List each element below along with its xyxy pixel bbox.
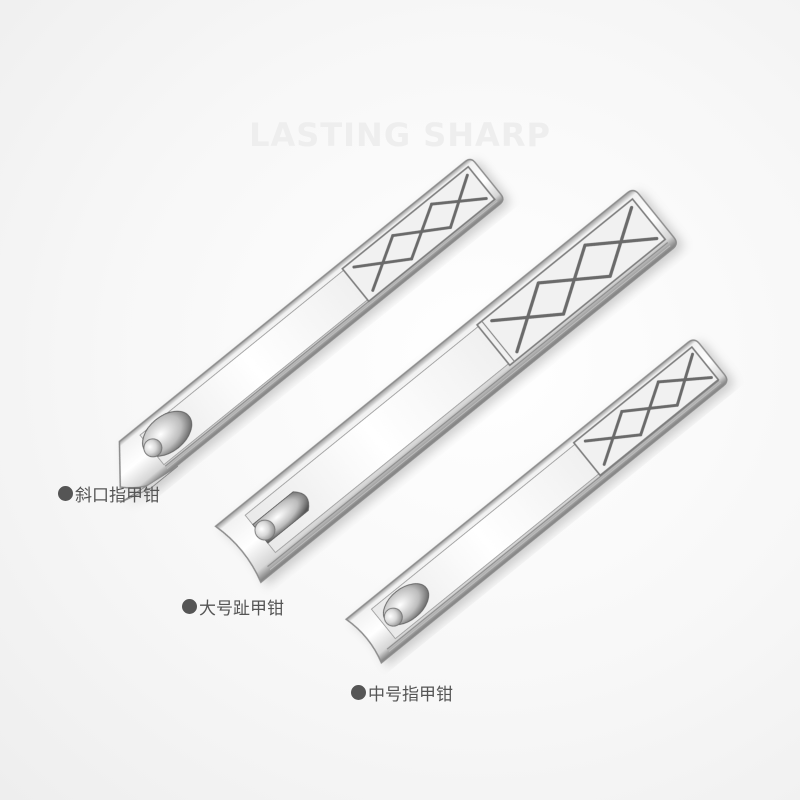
product-label-slanted: 斜口指甲钳 [58,481,160,506]
clipper-large [214,189,677,584]
headline: LASTING SHARP [249,116,551,154]
product-label-large: 大号趾甲钳 [182,594,284,619]
bullet-icon [182,599,197,614]
product-label-medium: 中号指甲钳 [351,680,453,705]
clipper-medium [344,339,728,665]
product-label-text: 中号指甲钳 [368,685,453,705]
product-label-text: 斜口指甲钳 [75,486,160,506]
clipper-slanted [118,158,504,504]
product-label-text: 大号趾甲钳 [199,599,284,619]
bullet-icon [58,486,73,501]
bullet-icon [351,685,366,700]
